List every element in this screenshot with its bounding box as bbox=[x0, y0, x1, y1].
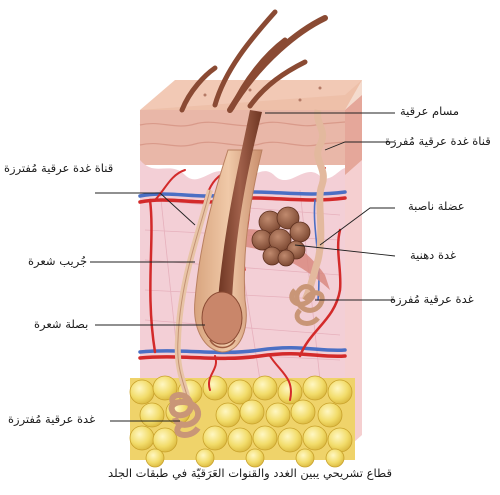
label-eccrine-gland: غدة عرقية مُفرزة bbox=[390, 292, 474, 306]
sebaceous-gland-shape bbox=[251, 206, 311, 267]
label-hair-follicle: جُريب شعرة bbox=[28, 254, 88, 268]
label-sweat-pore: مسام عرقية bbox=[400, 104, 460, 118]
eccrine-gland-coil bbox=[289, 284, 325, 326]
leader-lines bbox=[90, 112, 396, 422]
label-arrector-muscle: عضلة ناصبة bbox=[408, 199, 465, 213]
label-apocrine-duct: قناة غدة عرقية مُفترزة bbox=[4, 161, 114, 175]
apocrine-gland-coil bbox=[168, 392, 201, 438]
block-side-face bbox=[345, 95, 362, 450]
hair-shaft-in-skin bbox=[218, 110, 262, 300]
diagram-caption: قطاع تشريحي يبين الغدد والقنوات العَرَقي… bbox=[108, 466, 392, 480]
hair-shafts bbox=[179, 9, 328, 113]
label-hair-bulb: بصلة شعرة bbox=[34, 317, 89, 331]
subcutaneous-fat-layer bbox=[129, 375, 355, 468]
label-apocrine-gland: غدة عرقية مُفترزة bbox=[8, 412, 96, 426]
eccrine-gland-duct bbox=[301, 109, 327, 302]
hair-bulb-shape bbox=[201, 291, 243, 345]
label-eccrine-duct: قناة غدة عرقية مُفرزة bbox=[385, 134, 491, 148]
label-sebaceous-gland: غدة دهنية bbox=[410, 248, 457, 262]
